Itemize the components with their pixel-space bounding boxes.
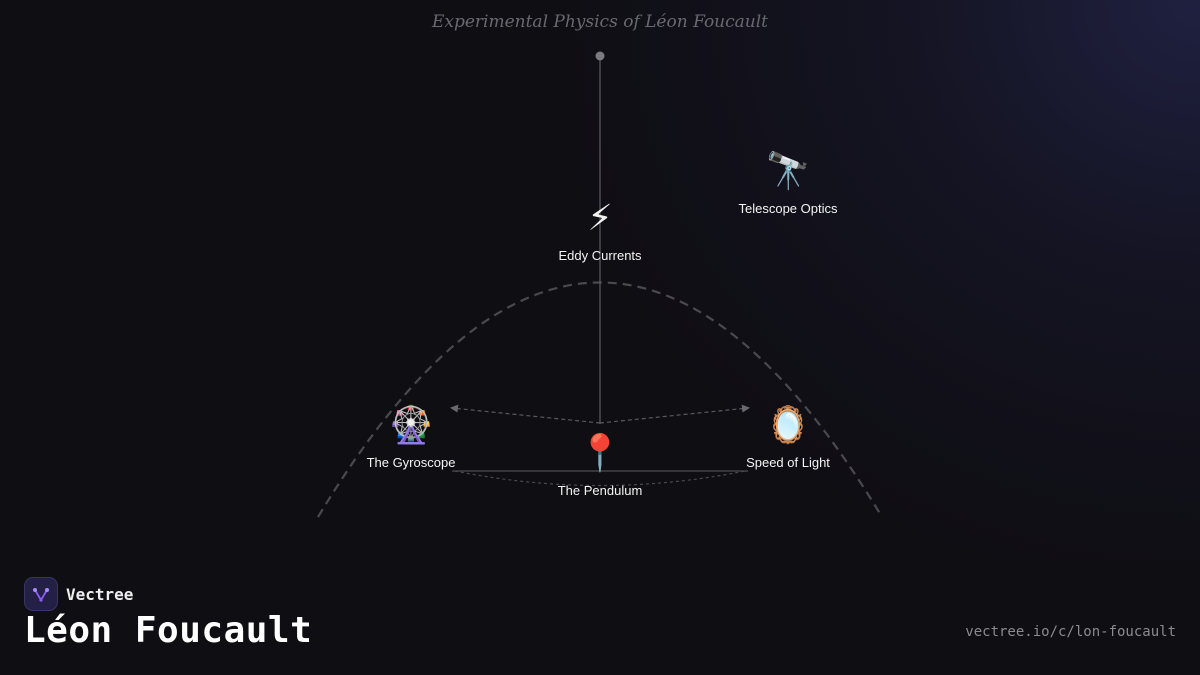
node-label: The Pendulum (557, 483, 643, 498)
ferris-wheel-icon: 🎡 (388, 404, 434, 445)
node-the-pendulum[interactable]: 📍 The Pendulum (510, 431, 690, 498)
node-label: The Gyroscope (366, 455, 456, 470)
page-title: Léon Foucault (24, 610, 313, 651)
node-label: Speed of Light (746, 455, 830, 470)
brand[interactable]: Vectree (24, 577, 133, 611)
lightning-icon: ⚡ (587, 197, 613, 238)
node-the-gyroscope[interactable]: 🎡 The Gyroscope (321, 403, 501, 470)
node-telescope-optics[interactable]: 🔭 Telescope Optics (698, 149, 878, 216)
swing-arrow-right (599, 404, 750, 424)
swing-arc (454, 470, 746, 487)
vectree-logo-icon (24, 577, 58, 611)
mirror-icon: 🪞 (765, 404, 811, 445)
pendulum-pivot (595, 51, 605, 61)
diagram-title: Experimental Physics of Léon Foucault (431, 12, 769, 32)
node-eddy-currents[interactable]: ⚡ Eddy Currents (510, 196, 690, 263)
node-label: Telescope Optics (738, 201, 838, 216)
brand-name: Vectree (66, 584, 134, 604)
node-speed-of-light[interactable]: 🪞 Speed of Light (698, 403, 878, 470)
node-label: Eddy Currents (558, 248, 642, 263)
swing-arrow-left (450, 404, 601, 424)
page-url[interactable]: vectree.io/c/lon-foucault (965, 624, 1176, 640)
telescope-icon: 🔭 (765, 150, 811, 191)
pin-icon: 📍 (577, 432, 623, 473)
